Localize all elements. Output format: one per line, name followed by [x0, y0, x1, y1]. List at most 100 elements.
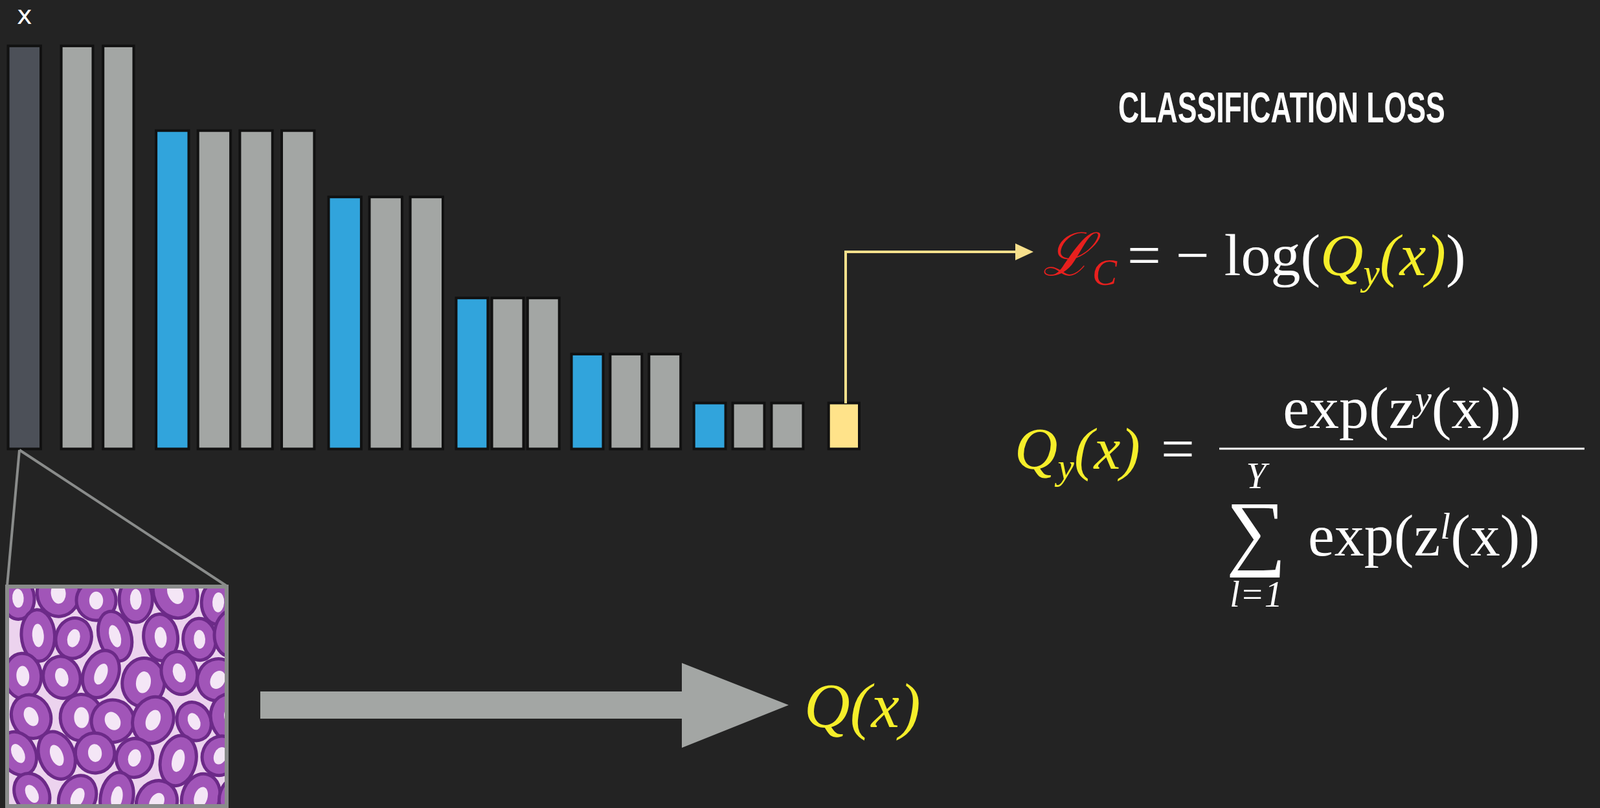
layer-bar [281, 130, 315, 450]
gland-lumen [15, 665, 30, 688]
formula-symbol: (x) [1074, 414, 1141, 484]
gland-lumen [67, 786, 88, 805]
fraction-bar [1219, 448, 1585, 451]
formula-symbol: = − log( [1127, 220, 1321, 290]
gland-lumen [8, 742, 28, 766]
gland [51, 769, 104, 805]
gland-lumen [130, 589, 142, 610]
zoom-line [7, 450, 20, 586]
formula-symbol: y [1415, 377, 1432, 420]
formula-symbol: (x) [1379, 220, 1446, 290]
output-label: Q(x) [804, 669, 921, 743]
gland-lumen [49, 587, 67, 605]
zoom-line [19, 450, 227, 586]
gland [8, 767, 57, 805]
tissue-glands [8, 587, 226, 805]
layer-bar [198, 130, 231, 450]
formula-symbol: Q [1320, 220, 1364, 290]
gland-lumen [73, 707, 90, 729]
layer-bar [61, 45, 94, 450]
gland-lumen [211, 591, 225, 613]
formula-symbol: exp(z [1307, 501, 1441, 570]
softmax-numerator: exp(zy(x)) [1282, 373, 1522, 443]
softmax-denominator: exp(zl(x)) [1307, 501, 1540, 570]
loss-formula: ℒC= − log(Qy(x)) [1042, 211, 1466, 293]
output-bar [828, 403, 860, 450]
formula-symbol: l [1440, 505, 1451, 548]
formula-symbol: ) [1445, 220, 1466, 290]
output-arrow [845, 251, 1017, 404]
layer-bar [239, 130, 272, 450]
gland-lumen [193, 629, 206, 649]
layer-bar [571, 354, 604, 450]
layer-bar [694, 403, 726, 450]
layer-bar [732, 403, 765, 450]
gland [96, 769, 138, 805]
layer-bar [156, 130, 189, 450]
layer-bars [8, 45, 860, 450]
formula-symbol: y [1057, 445, 1074, 488]
gland-lumen [169, 747, 188, 774]
gland [156, 646, 203, 699]
big-arrow [260, 663, 789, 748]
layer-bar [369, 196, 403, 449]
gland-lumen [134, 670, 153, 695]
gland-lumen [11, 588, 24, 609]
formula-symbol: (x)) [1431, 373, 1522, 443]
gland [211, 606, 226, 660]
layer-bar [527, 297, 560, 449]
layer-bar [609, 354, 642, 450]
gland-lumen [91, 661, 111, 687]
gland-lumen [20, 704, 42, 729]
layer-bar [492, 297, 524, 449]
gland-lumen [191, 785, 211, 805]
gland-lumen [65, 627, 83, 649]
layer-bar [328, 196, 362, 449]
formula-symbol: y [1363, 251, 1380, 294]
layer-bar [8, 45, 41, 450]
gland [73, 731, 116, 776]
gland-lumen [31, 623, 45, 648]
layer-bar [456, 297, 489, 449]
slide-title: CLASSIFICATION LOSS [1118, 82, 1446, 133]
formula-symbol: ℒ [1042, 211, 1093, 293]
formula-symbol: (x)) [1450, 501, 1540, 570]
formula-symbol: Q [1014, 414, 1058, 484]
formula-symbol: exp(z [1282, 373, 1415, 443]
gland-lumen [207, 668, 226, 692]
layer-bar [771, 403, 804, 450]
formula-symbol: l=1 [1229, 573, 1283, 616]
gland-lumen [22, 782, 42, 805]
formula-symbol: Q(x) [804, 669, 921, 743]
gland-lumen [53, 666, 71, 689]
layer-bar [410, 196, 443, 449]
gland-lumen [170, 661, 188, 684]
gland-lumen [109, 785, 125, 805]
gland-lumen [163, 587, 187, 607]
gland-lumen [47, 742, 67, 768]
sum-sign: ∑ [1226, 482, 1287, 580]
gland-lumen [126, 747, 144, 768]
gland-lumen [145, 790, 168, 805]
gland [8, 652, 43, 700]
gland-lumen [87, 743, 103, 763]
gland-lumen [142, 707, 164, 733]
tissue-frame [7, 586, 227, 807]
gland-lumen [89, 591, 103, 610]
gland-lumen [106, 623, 124, 649]
gland-lumen [211, 745, 226, 767]
formula-symbol: C [1092, 251, 1117, 294]
sum-lower: l=1 [1229, 573, 1283, 616]
layer-bar [648, 354, 681, 450]
layer-bar [102, 45, 134, 450]
gland [212, 769, 226, 805]
input-label: x [16, 0, 33, 30]
formula-symbol: = [1160, 414, 1195, 484]
gland-lumen [101, 709, 124, 733]
formula-symbol: ∑ [1226, 482, 1287, 580]
output-arrowhead [1015, 243, 1034, 261]
gland-lumen [153, 626, 168, 649]
gland-lumen [185, 710, 204, 732]
gland [128, 773, 186, 805]
softmax-lhs: Qy(x)= [1014, 414, 1195, 484]
